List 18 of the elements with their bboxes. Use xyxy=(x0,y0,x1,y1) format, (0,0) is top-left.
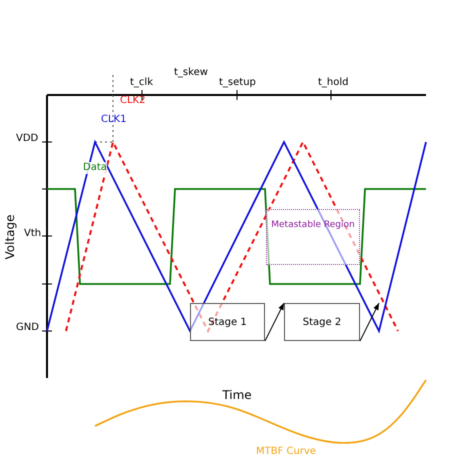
curve-label: MTBF Curve xyxy=(256,446,316,458)
timing-label: t_clk xyxy=(130,77,153,89)
timing-label: t_hold xyxy=(318,77,349,89)
level-label: VDD xyxy=(16,133,38,145)
timing-label: t_skew xyxy=(174,67,208,79)
arrow xyxy=(360,302,380,342)
signal-label: CLK1 xyxy=(101,114,126,126)
timing-label: t_setup xyxy=(219,77,256,89)
metastable-region: Metastable Region xyxy=(266,209,360,265)
arrow xyxy=(264,302,284,342)
signal-label: Data xyxy=(83,162,107,174)
level-label: Vth xyxy=(24,228,42,240)
signal-label: CLK2 xyxy=(120,95,146,107)
stage-box: Stage 1 xyxy=(190,303,265,341)
axis-title: Time xyxy=(222,388,252,402)
stage-box: Stage 2 xyxy=(284,303,360,341)
level-label: GND xyxy=(16,322,39,334)
axis-title: Voltage xyxy=(3,214,17,260)
